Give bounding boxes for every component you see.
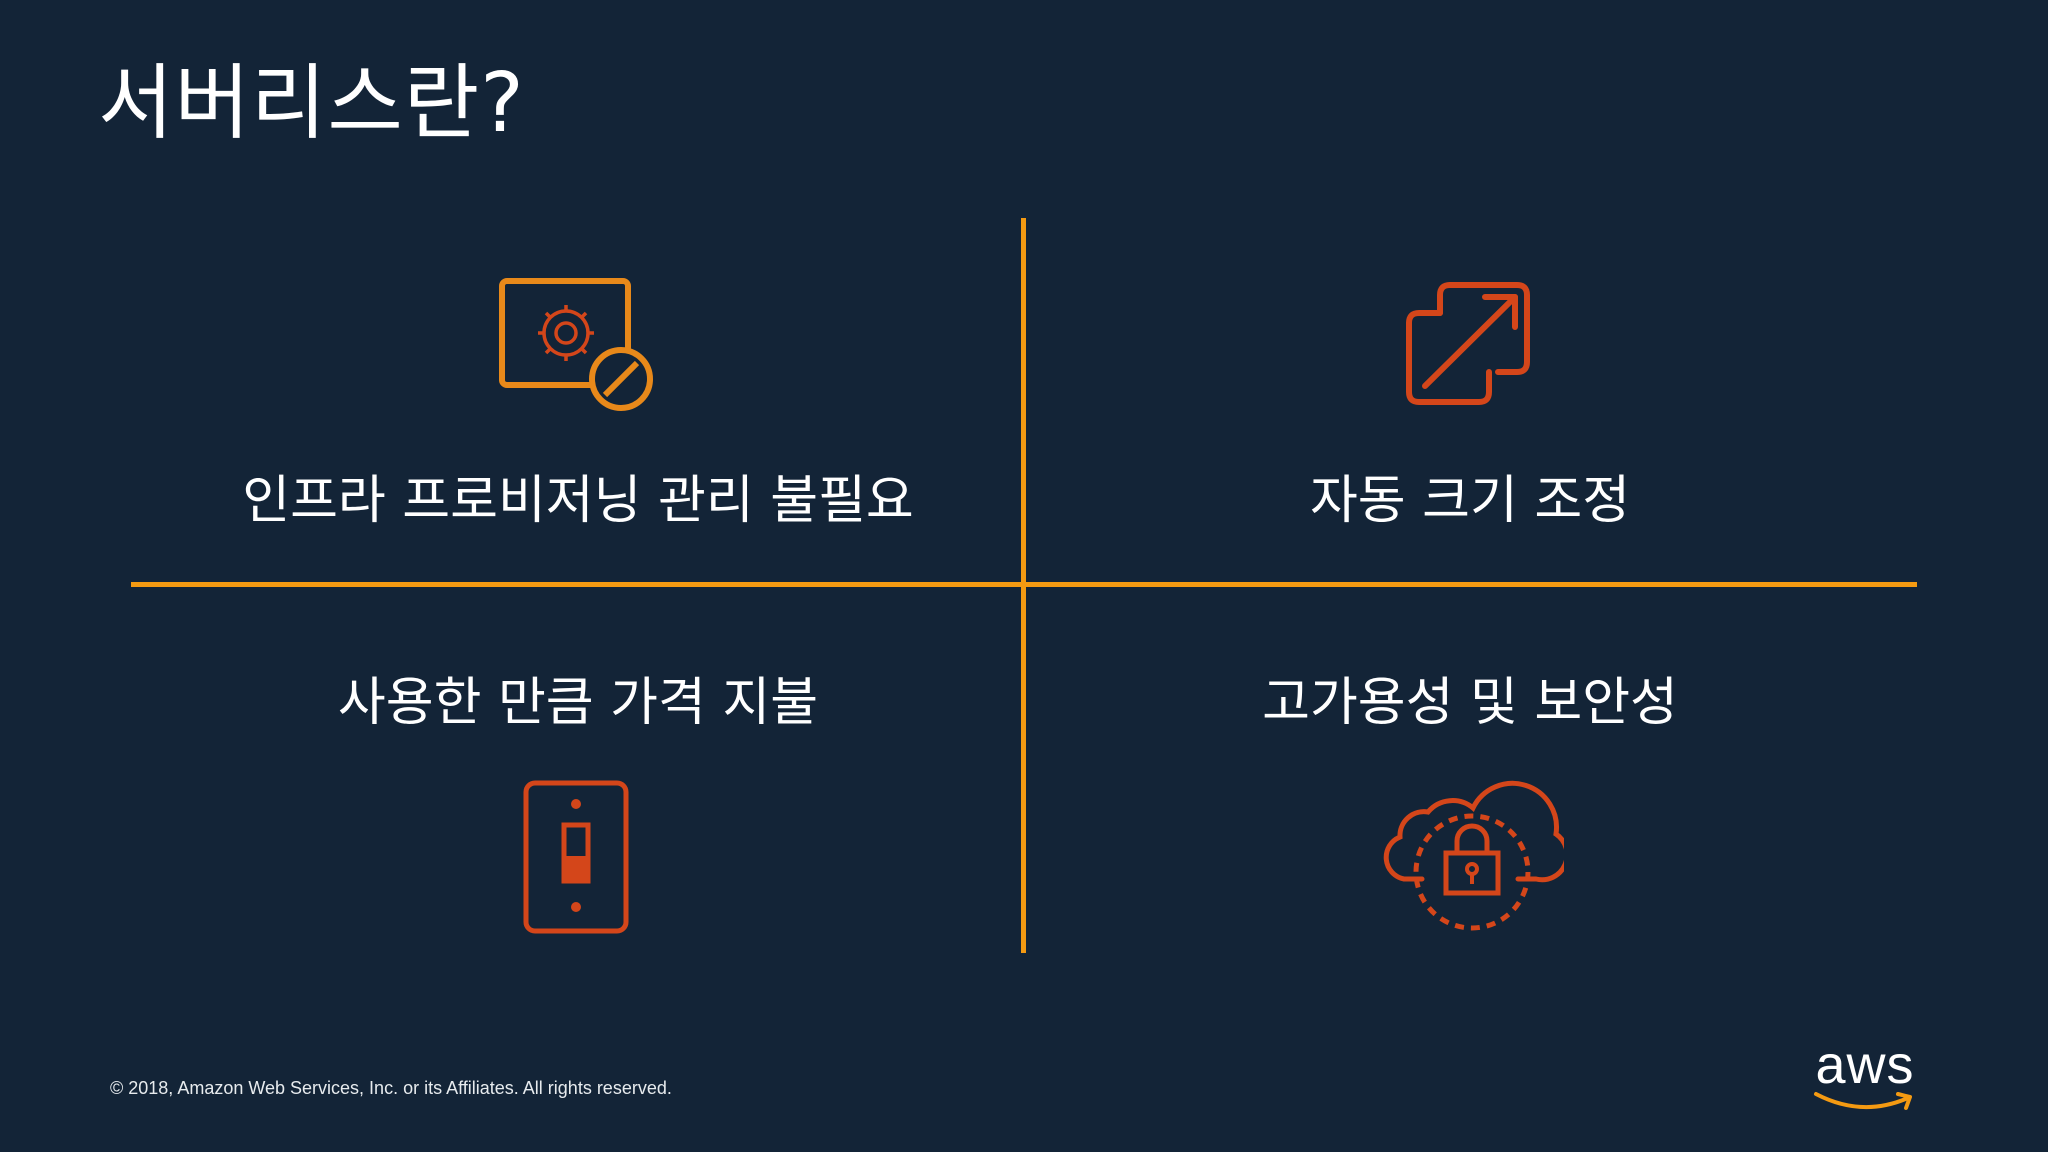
quadrant-label-autoscale: 자동 크기 조정 — [1309, 471, 1631, 531]
quadrant-label-availability-security: 고가용성 및 보안성 — [1262, 673, 1678, 733]
server-disabled-icon — [497, 276, 657, 416]
aws-smile-icon — [1814, 1092, 1912, 1110]
cloud-lock-icon — [1378, 774, 1564, 936]
aws-logo: aws — [1812, 1036, 1918, 1116]
scale-arrow-icon — [1405, 281, 1535, 411]
aws-logo-text: aws — [1815, 1035, 1915, 1095]
horizontal-divider — [131, 582, 1917, 587]
switch-icon — [521, 778, 631, 936]
slide-title: 서버리스란? — [98, 56, 525, 151]
copyright-footer: © 2018, Amazon Web Services, Inc. or its… — [110, 1078, 672, 1098]
quadrant-label-infra: 인프라 프로비저닝 관리 불필요 — [242, 471, 914, 531]
quadrant-label-pay-per-use: 사용한 만큼 가격 지불 — [337, 673, 819, 733]
